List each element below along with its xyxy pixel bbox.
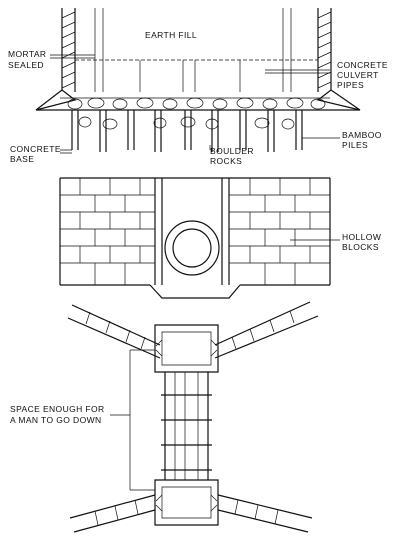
label-hollow-blocks-2: BLOCKS	[342, 242, 379, 252]
label-hollow-blocks-1: HOLLOW	[342, 232, 381, 242]
label-concrete-culvert-pipes-2: CULVERT	[337, 70, 379, 80]
label-earth-fill: EARTH FILL	[145, 30, 197, 40]
label-boulder-rocks-1: BOULDER	[210, 146, 254, 156]
label-space-enough-1: SPACE ENOUGH FOR	[10, 404, 105, 414]
label-mortar-sealed-2: SEALED	[8, 60, 44, 70]
wall-hatching	[61, 11, 332, 89]
label-concrete-culvert-pipes-1: CONCRETE	[337, 60, 388, 70]
left-block-courses	[60, 178, 155, 285]
label-bamboo-piles-1: BAMBOO	[342, 130, 382, 140]
plan-view	[67, 301, 319, 533]
label-bamboo-piles-2: PILES	[342, 140, 368, 150]
upper-manhole	[154, 324, 219, 373]
pipe-inner-ring	[172, 228, 212, 268]
pipe-barrel	[164, 372, 209, 480]
hollow-block-wall	[59, 177, 340, 299]
label-mortar-sealed-1: MORTAR	[8, 49, 46, 59]
bamboo-piles	[71, 110, 303, 152]
label-concrete-base-1: CONCRETE	[10, 144, 61, 154]
label-space-enough-2: A MAN TO GO DOWN	[10, 415, 102, 425]
boulder-rocks	[67, 97, 326, 130]
right-block-courses	[229, 178, 330, 285]
label-concrete-culvert-pipes-3: PIPES	[337, 80, 364, 90]
label-boulder-rocks-2: ROCKS	[210, 156, 242, 166]
pipe-outer-ring	[164, 220, 220, 276]
culvert-cross-section	[35, 8, 361, 154]
label-concrete-base-2: BASE	[10, 154, 34, 164]
